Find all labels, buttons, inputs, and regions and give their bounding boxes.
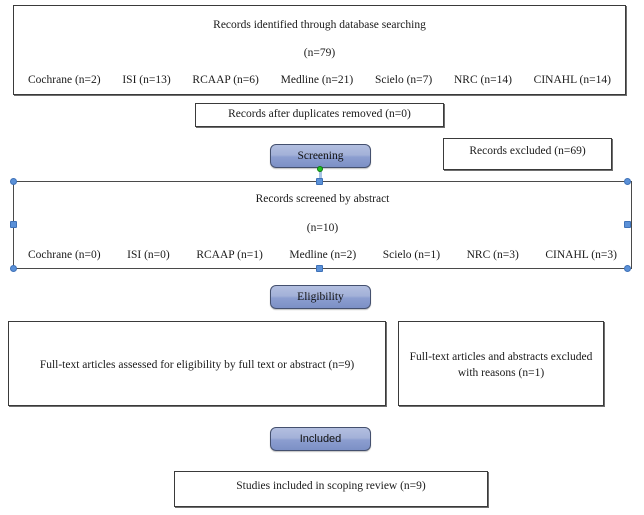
studies-included-label: Studies included in scoping review (n=9) <box>236 480 426 492</box>
resize-handle-middle-left[interactable] <box>10 221 17 228</box>
resize-handle-top-center[interactable] <box>316 178 323 185</box>
source-rcaap: RCAAP (n=6) <box>192 74 259 87</box>
stage-badge-eligibility[interactable]: Eligibility <box>270 285 371 309</box>
full-text-excluded-line1: Full-text articles and abstracts exclude… <box>409 351 593 363</box>
source-medline: Medline (n=21) <box>280 74 354 87</box>
source-cinahl: CINAHL (n=14) <box>533 74 611 87</box>
records-screened-title: Records screened by abstract <box>255 193 390 205</box>
source-isi: ISI (n=13) <box>122 74 171 87</box>
stage-badge-included-label: Included <box>299 433 342 445</box>
resize-handle-bottom-center[interactable] <box>316 265 323 272</box>
screened-source-scielo: Scielo (n=1) <box>382 249 441 262</box>
records-screened-total: (n=10) <box>306 221 339 234</box>
source-nrc: NRC (n=14) <box>453 74 512 87</box>
full-text-excluded-line2: with reasons (n=1) <box>457 366 545 379</box>
records-identified-total: (n=79) <box>303 46 336 59</box>
source-cochrane: Cochrane (n=2) <box>28 74 101 87</box>
connector-screening-to-screened <box>318 171 322 181</box>
screened-source-cochrane: Cochrane (n=0) <box>28 249 101 262</box>
full-text-excluded-box[interactable]: Full-text articles and abstracts exclude… <box>398 321 604 406</box>
records-excluded-label: Records excluded (n=69) <box>469 145 586 157</box>
records-screened-sources: Cochrane (n=0) ISI (n=0) RCAAP (n=1) Med… <box>14 249 631 261</box>
source-scielo: Scielo (n=7) <box>374 74 433 87</box>
resize-handle-bottom-left[interactable] <box>10 265 17 272</box>
stage-badge-screening[interactable]: Screening <box>270 144 371 168</box>
screened-source-nrc: NRC (n=3) <box>466 249 519 262</box>
screened-source-isi: ISI (n=0) <box>127 249 170 262</box>
stage-badge-eligibility-label: Eligibility <box>297 291 344 303</box>
records-after-duplicates-box[interactable]: Records after duplicates removed (n=0) <box>195 103 444 127</box>
records-identified-box[interactable]: Records identified through database sear… <box>13 5 626 95</box>
records-after-duplicates-label: Records after duplicates removed (n=0) <box>228 108 411 121</box>
connection-point-dot-icon[interactable] <box>317 166 323 172</box>
screened-source-medline: Medline (n=2) <box>289 249 357 262</box>
stage-badge-included[interactable]: Included <box>270 427 371 451</box>
full-text-assessed-box[interactable]: Full-text articles assessed for eligibil… <box>8 321 386 406</box>
records-identified-sources: Cochrane (n=2) ISI (n=13) RCAAP (n=6) Me… <box>14 74 625 86</box>
resize-handle-top-left[interactable] <box>10 178 17 185</box>
resize-handle-middle-right[interactable] <box>624 221 631 228</box>
records-screened-box-selected[interactable]: Records screened by abstract (n=10) Coch… <box>13 181 632 269</box>
studies-included-box[interactable]: Studies included in scoping review (n=9) <box>174 471 488 507</box>
screened-source-rcaap: RCAAP (n=1) <box>196 249 263 262</box>
stage-badge-screening-label: Screening <box>297 150 344 162</box>
full-text-assessed-label: Full-text articles assessed for eligibil… <box>39 359 355 371</box>
resize-handle-top-right[interactable] <box>624 178 631 185</box>
screened-source-cinahl: CINAHL (n=3) <box>545 249 617 262</box>
records-excluded-box[interactable]: Records excluded (n=69) <box>443 138 612 170</box>
resize-handle-bottom-right[interactable] <box>624 265 631 272</box>
records-identified-title: Records identified through database sear… <box>213 19 426 31</box>
